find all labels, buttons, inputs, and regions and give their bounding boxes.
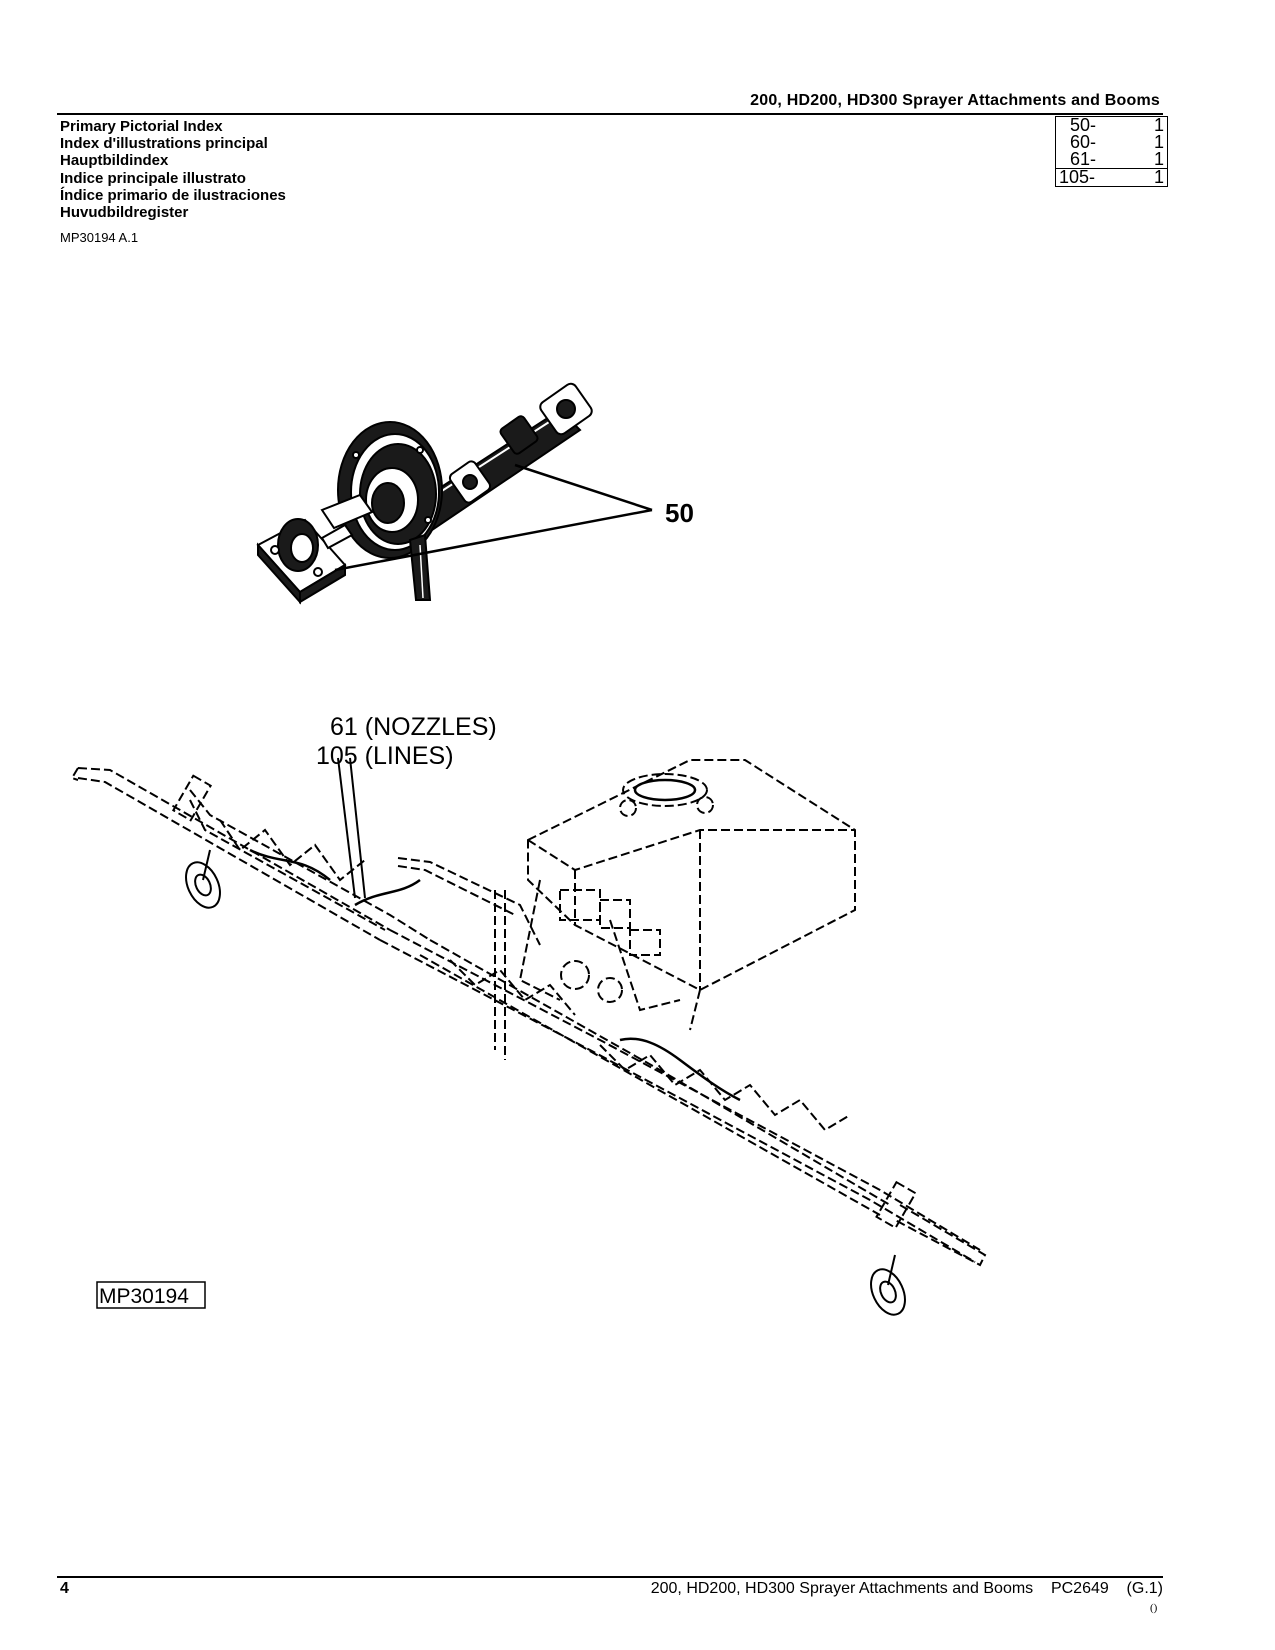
gauge-wheel-left [185,849,221,909]
figure-id-box [96,1281,206,1309]
page-reference-row[interactable]: 61- 1 [1056,149,1168,169]
page-header-title: 200, HD200, HD300 Sprayer Attachments an… [750,92,1160,109]
page-reference-number: 105- [1055,168,1137,187]
page-reference-number: 50- [1070,115,1097,135]
page-number: 4 [60,1580,69,1597]
page-reference-quantity: 1 [1153,115,1164,135]
footer-text: 200, HD200, HD300 Sprayer Attachments an… [650,1580,1163,1597]
page-reference-quantity: 1 [1153,149,1164,169]
page-reference-number: 60- [1070,132,1097,152]
boom-hoses [249,848,741,1102]
index-title-en: Primary Pictorial Index [60,118,223,135]
sprayer-boom-assembly [70,759,987,1267]
index-title-de: Hauptbildindex [60,152,169,170]
callout-50: 50 [665,498,694,528]
drive-shaft-assembly [256,382,593,605]
page-reference-quantity: 1 [1153,132,1164,152]
page-reference-number: 61- [1070,149,1097,169]
callout-105-lines: 105 (LINES) [316,742,454,770]
footer-rule [57,1576,1163,1578]
page-reference-row[interactable]: 50- 1 [1056,115,1168,135]
callout-leaders-50 [334,463,653,572]
callout-leaders-61-105 [337,757,366,899]
footer-small-mark: () [1150,1602,1158,1614]
page-reference-row[interactable]: 60- 1 [1056,132,1168,152]
index-title-sv: Huvudbildregister [60,204,189,222]
index-title-es: Índice primario de ilustraciones [60,186,286,204]
header-rule [57,113,1163,115]
document-reference: MP30194 A.1 [60,230,139,245]
figure-id-label: MP30194 [99,1285,189,1308]
index-titles: Primary Pictorial Index Index d'illustra… [60,118,286,221]
page-reference-table: 50- 1 60- 1 61- 1 105- 1 [1055,116,1168,187]
callout-61-nozzles: 61 (NOZZLES) [330,713,497,741]
page-reference-row[interactable]: 105- 1 [1055,168,1168,187]
page-reference-quantity: 1 [1136,168,1168,187]
index-title-fr: Index d'illustrations principal [60,135,268,153]
gauge-wheel-right [870,1254,906,1316]
index-title-it: Indice principale illustrato [60,169,246,187]
